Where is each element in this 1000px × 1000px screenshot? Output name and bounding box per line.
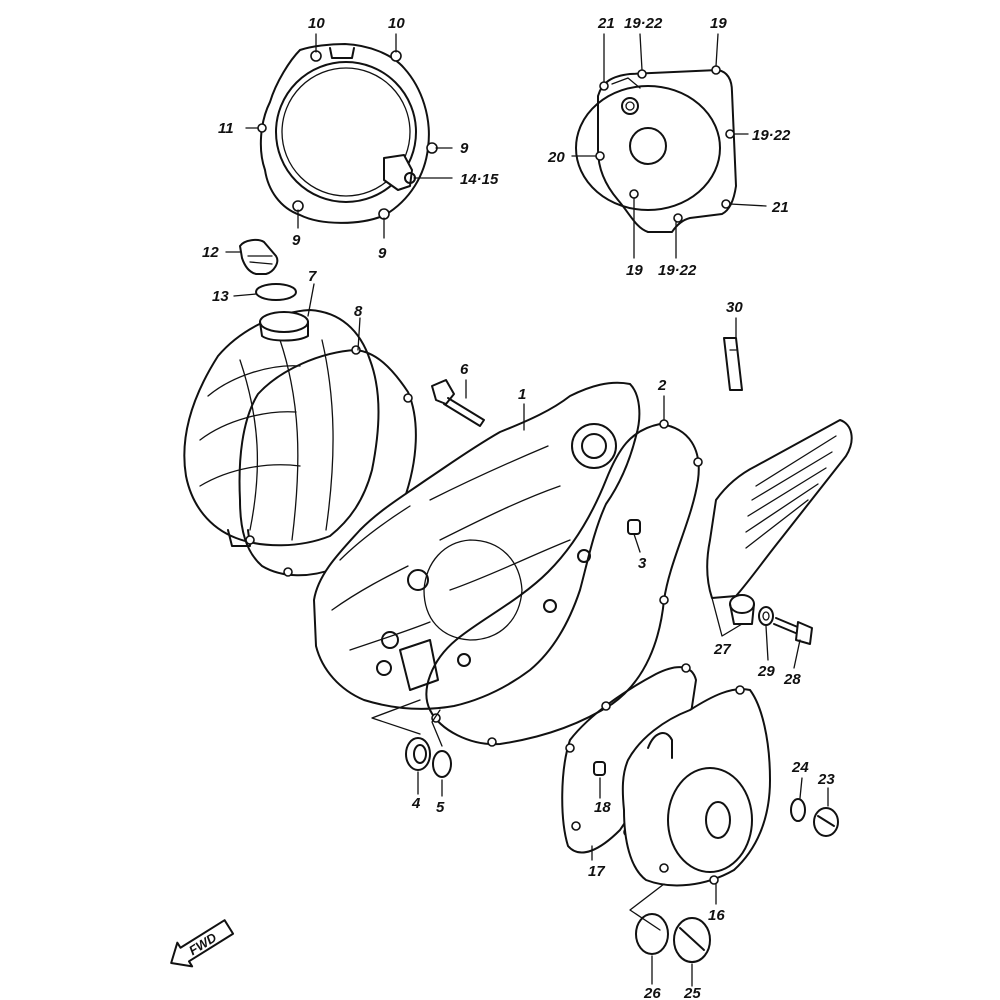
generator-cover	[575, 65, 737, 233]
label-24: 24	[791, 759, 809, 776]
bolt-28	[773, 617, 813, 645]
label-14-15: 14·15	[460, 171, 499, 188]
label-3: 3	[638, 555, 647, 572]
leader-lines	[225, 33, 829, 987]
circlip-5	[432, 750, 452, 778]
label-18: 18	[594, 799, 611, 816]
o-ring-13	[255, 283, 297, 301]
label-13: 13	[212, 288, 229, 305]
label-10a: 10	[308, 15, 325, 32]
label-12: 12	[202, 244, 219, 261]
o-ring-24	[790, 798, 806, 822]
bolt-6	[431, 379, 485, 427]
plug-23	[813, 807, 839, 837]
label-4: 4	[411, 795, 421, 812]
label-19a: 19	[710, 15, 727, 32]
dowel-pin-18	[593, 761, 606, 776]
label-5: 5	[436, 799, 445, 816]
label-30: 30	[726, 299, 743, 316]
label-7: 7	[308, 268, 317, 285]
label-2: 2	[657, 377, 667, 394]
label-17: 17	[588, 863, 605, 880]
generator-cover-16	[621, 685, 771, 887]
oil-filler-cap	[239, 238, 279, 275]
label-19b: 19	[626, 262, 643, 279]
part-labels: 10 10 11 9 14·15 9 9 12 13 7 8 21 19·22 …	[202, 15, 835, 1000]
label-19-22c: 19·22	[658, 262, 697, 279]
label-9a: 9	[460, 140, 469, 157]
label-19-22a: 19·22	[624, 15, 663, 32]
label-25: 25	[683, 985, 701, 1000]
label-23: 23	[817, 771, 835, 788]
label-11: 11	[218, 120, 234, 137]
label-8: 8	[354, 303, 363, 320]
label-9b: 9	[292, 232, 301, 249]
label-28: 28	[783, 671, 801, 688]
label-29: 29	[757, 663, 775, 680]
label-16: 16	[708, 907, 725, 924]
crankcase	[313, 381, 641, 710]
label-19-22b: 19·22	[752, 127, 791, 144]
label-27: 27	[713, 641, 731, 658]
fwd-arrow: FWD	[170, 919, 235, 968]
label-9c: 9	[378, 245, 387, 262]
clutch-cover	[257, 43, 438, 224]
label-20: 20	[547, 149, 565, 166]
oil-seal-4	[405, 737, 431, 771]
sprocket-cover	[706, 419, 853, 625]
label-1: 1	[518, 386, 526, 403]
label-26: 26	[643, 985, 661, 1000]
dowel-pin-3	[627, 519, 641, 535]
clamp-30	[723, 337, 743, 391]
plug-25	[673, 917, 711, 963]
o-ring-26	[635, 913, 669, 955]
label-10b: 10	[388, 15, 405, 32]
label-21a: 21	[597, 15, 615, 32]
washer-29	[758, 606, 774, 626]
label-21b: 21	[771, 199, 789, 216]
label-6: 6	[460, 361, 469, 378]
gasket-2	[425, 419, 703, 747]
clutch-cover-outer	[183, 309, 380, 547]
